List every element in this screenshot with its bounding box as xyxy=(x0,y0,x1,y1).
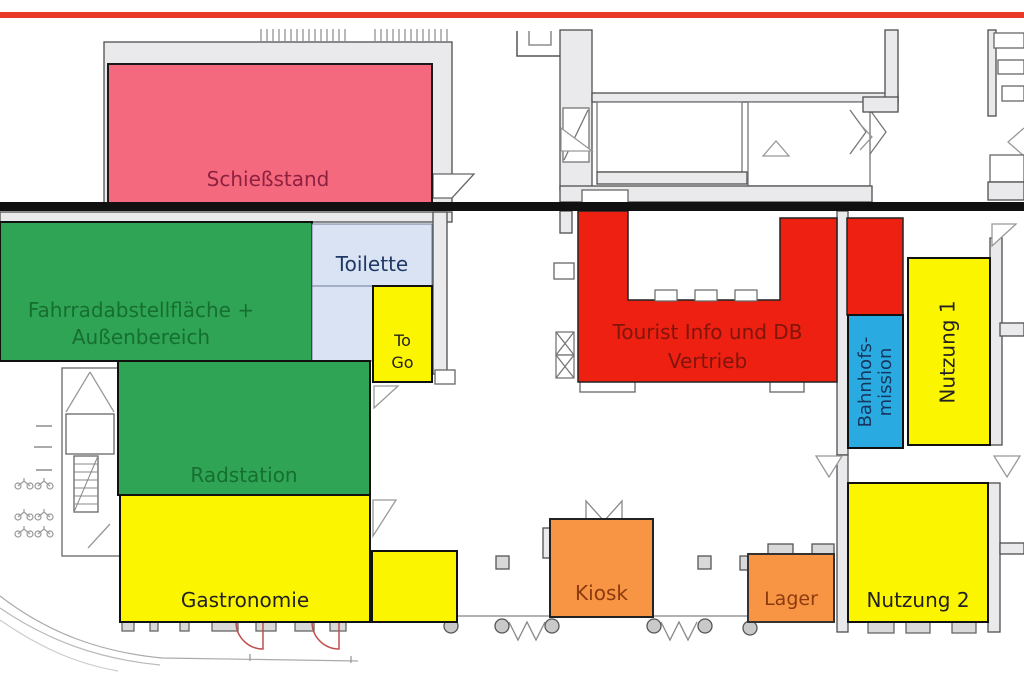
walls-layer xyxy=(0,29,1024,672)
section-divider-line xyxy=(0,202,1024,211)
zone-toilette-annex xyxy=(311,285,374,362)
zone-nutzung-1 xyxy=(907,257,991,446)
zone-bahnhofsmission xyxy=(847,314,904,449)
door-swing-arcs xyxy=(235,621,340,650)
zone-schiessstand xyxy=(107,63,433,204)
colonnade xyxy=(121,499,977,642)
zone-lager xyxy=(747,553,835,623)
zone-tourist-info xyxy=(577,210,838,383)
zone-nutzung-2 xyxy=(847,482,989,623)
track-edge-line xyxy=(0,12,1024,18)
zone-radstation xyxy=(117,360,371,496)
zone-kiosk xyxy=(549,518,654,618)
building-topmiddle xyxy=(516,29,899,204)
zone-to-go xyxy=(372,285,433,383)
counter-windows xyxy=(654,289,758,302)
bicycle-racks xyxy=(14,425,54,538)
zone-toilette xyxy=(311,223,433,287)
zone-fahrradabstellflaeche xyxy=(0,221,313,362)
stairwell xyxy=(61,367,121,557)
zone-tourist-info-strip xyxy=(846,217,904,316)
zones-layer xyxy=(0,63,991,623)
zone-verkaufsflaeche-annex xyxy=(371,550,458,623)
zone-gastronomie xyxy=(119,494,371,623)
road-curves xyxy=(0,595,359,672)
building-topright xyxy=(859,29,1024,201)
